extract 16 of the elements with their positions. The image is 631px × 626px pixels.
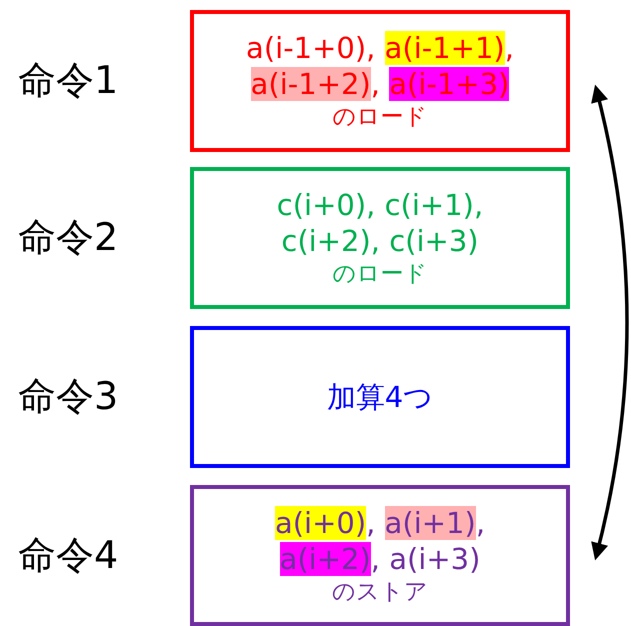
action-text: のストア bbox=[332, 578, 428, 606]
operand-list: c(i+0), c(i+1), c(i+2), c(i+3) bbox=[276, 187, 484, 259]
instruction-box bbox=[190, 167, 570, 309]
instruction-label: 命令4 bbox=[18, 532, 118, 578]
instruction-box bbox=[190, 485, 570, 626]
action-text: のロード bbox=[332, 103, 428, 132]
instruction-label: 命令2 bbox=[18, 214, 118, 261]
instruction-box bbox=[190, 10, 570, 152]
action-text: のロード bbox=[332, 260, 428, 289]
operation-text: 加算4つ bbox=[326, 379, 434, 415]
operand-list: a(i+0), a(i+1), a(i+2), a(i+3) bbox=[274, 504, 486, 576]
instruction-box bbox=[190, 326, 570, 468]
curved-arrow bbox=[590, 84, 629, 560]
instruction-label: 命令3 bbox=[18, 373, 118, 420]
operand-list: a(i-1+0), a(i-1+1), a(i-1+2), a(i-1+3) bbox=[246, 30, 514, 102]
instruction-label: 命令1 bbox=[18, 57, 118, 104]
